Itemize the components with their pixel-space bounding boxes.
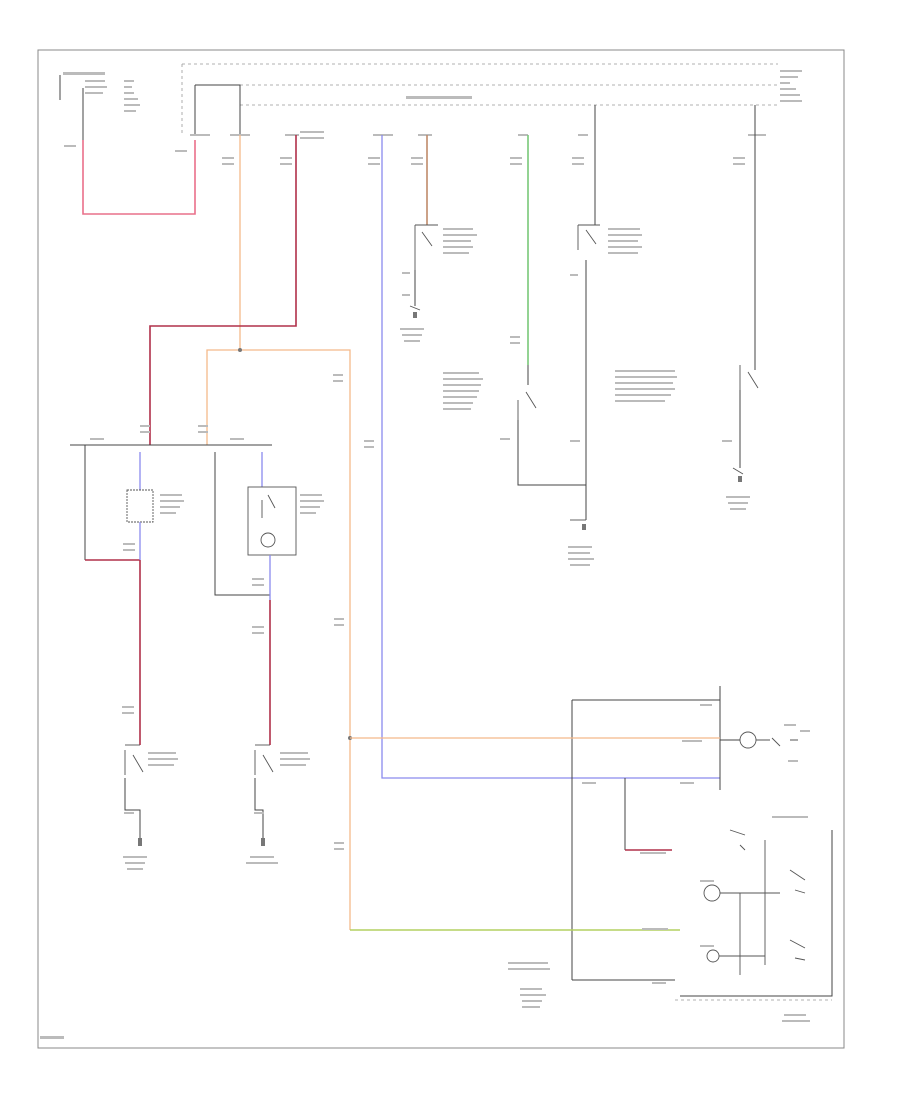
left-bottom-switch xyxy=(123,744,178,870)
diagram-frame xyxy=(37,49,845,1049)
far-right-switch-branch xyxy=(615,105,759,510)
orange-wire-labels xyxy=(333,374,374,850)
red-feed-wire xyxy=(149,135,297,445)
right-bottom-switch xyxy=(246,744,310,864)
relay-bus xyxy=(70,425,272,561)
fuse-box xyxy=(63,63,802,135)
brown-switch-branch xyxy=(400,135,477,342)
battery-feed-circuit xyxy=(59,75,196,215)
fuse-box-label-blur xyxy=(63,70,802,112)
right-relay xyxy=(214,452,324,745)
combination-switch xyxy=(675,829,832,1001)
left-relay xyxy=(122,452,184,745)
green-switch-branch xyxy=(443,135,586,486)
blue-wire xyxy=(381,135,720,779)
middle-right-switch-branch xyxy=(568,105,642,566)
orange-feed-wire xyxy=(206,135,352,930)
bottom-right-connector xyxy=(40,686,833,1039)
fuse-terminal-labels xyxy=(190,131,766,165)
